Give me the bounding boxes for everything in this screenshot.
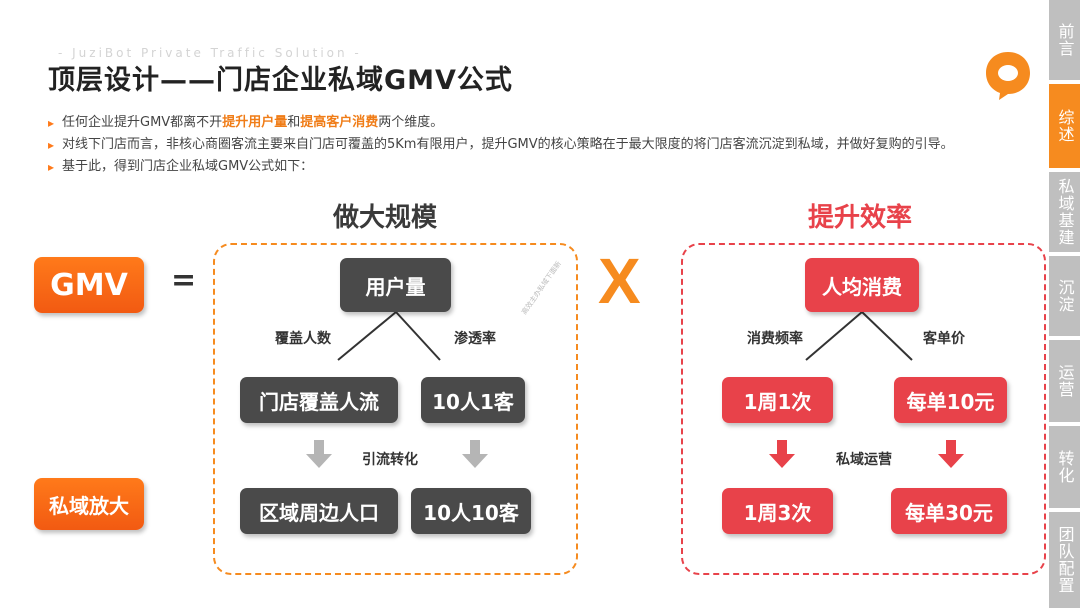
sidebar-item-conversion[interactable]: 转化 <box>1049 426 1080 508</box>
ten-to-one-node: 10人1客 <box>421 377 525 423</box>
speech-bubble-logo-icon <box>986 52 1030 100</box>
sidebar-item-team[interactable]: 团队配置 <box>1049 512 1080 608</box>
coverage-label: 覆盖人数 <box>275 331 331 347</box>
sidebar-item-overview[interactable]: 综述 <box>1049 84 1080 168</box>
down-arrow-icon <box>938 440 964 468</box>
bullet-3: 基于此，得到门店企业私域GMV公式如下： <box>48 156 978 178</box>
right-heading: 提升效率 <box>808 203 913 233</box>
equals-sign: = <box>171 263 197 298</box>
down-arrow-icon <box>306 440 332 468</box>
ten-yuan-node: 每单10元 <box>894 377 1007 423</box>
bullet-1-text-c: 两个维度。 <box>378 115 444 130</box>
order-value-label: 客单价 <box>923 331 965 347</box>
ten-to-ten-node: 10人10客 <box>411 488 531 534</box>
sidebar-item-retention[interactable]: 沉淀 <box>1049 256 1080 336</box>
page-title: 顶层设计——门店企业私域GMV公式 <box>48 65 513 96</box>
efficiency-group-box <box>681 243 1046 575</box>
frequency-label: 消费频率 <box>747 331 803 347</box>
diversion-label: 引流转化 <box>362 452 418 468</box>
penetration-label: 渗透率 <box>454 331 496 347</box>
bullet-1-highlight-users: 提升用户量 <box>222 115 288 130</box>
thirty-yuan-node: 每单30元 <box>891 488 1007 534</box>
bullet-1: 任何企业提升GMV都离不开提升用户量和提高客户消费两个维度。 <box>48 112 978 134</box>
right-tree-line-a <box>805 311 863 361</box>
regional-population-node: 区域周边人口 <box>240 488 398 534</box>
scale-group-box <box>213 243 578 575</box>
private-amplify-badge: 私域放大 <box>34 478 144 530</box>
intro-bullets: 任何企业提升GMV都离不开提升用户量和提高客户消费两个维度。 对线下门店而言，非… <box>48 112 978 178</box>
sidebar-item-operations[interactable]: 运营 <box>1049 340 1080 422</box>
header-watermark: - JuziBot Private Traffic Solution - <box>58 46 362 60</box>
right-tree-line-b <box>861 311 913 361</box>
per-capita-spend-node: 人均消费 <box>805 258 919 312</box>
sidebar-item-preface[interactable]: 前言 <box>1049 0 1080 80</box>
down-arrow-icon <box>769 440 795 468</box>
left-heading: 做大规模 <box>333 203 438 233</box>
private-ops-label: 私域运营 <box>836 452 892 468</box>
bullet-2: 对线下门店而言，非核心商圈客流主要来自门店可覆盖的5Km有限用户，提升GMV的核… <box>48 134 978 156</box>
bullet-1-text-b: 和 <box>287 115 301 130</box>
left-tree-line-a <box>337 311 397 361</box>
bullet-1-highlight-spend: 提高客户消费 <box>300 115 379 130</box>
section-sidebar: 前言 综述 私域基建 沉淀 运营 转化 团队配置 <box>1049 0 1080 608</box>
three-weekly-node: 1周3次 <box>722 488 833 534</box>
down-arrow-icon <box>462 440 488 468</box>
store-traffic-node: 门店覆盖人流 <box>240 377 398 423</box>
multiply-sign: X <box>598 245 641 317</box>
users-node: 用户量 <box>340 258 451 312</box>
sidebar-item-infrastructure[interactable]: 私域基建 <box>1049 172 1080 252</box>
left-tree-line-b <box>395 311 441 361</box>
once-weekly-node: 1周1次 <box>722 377 833 423</box>
bullet-1-text-a: 任何企业提升GMV都离不开 <box>62 115 223 130</box>
gmv-badge: GMV <box>34 257 144 313</box>
